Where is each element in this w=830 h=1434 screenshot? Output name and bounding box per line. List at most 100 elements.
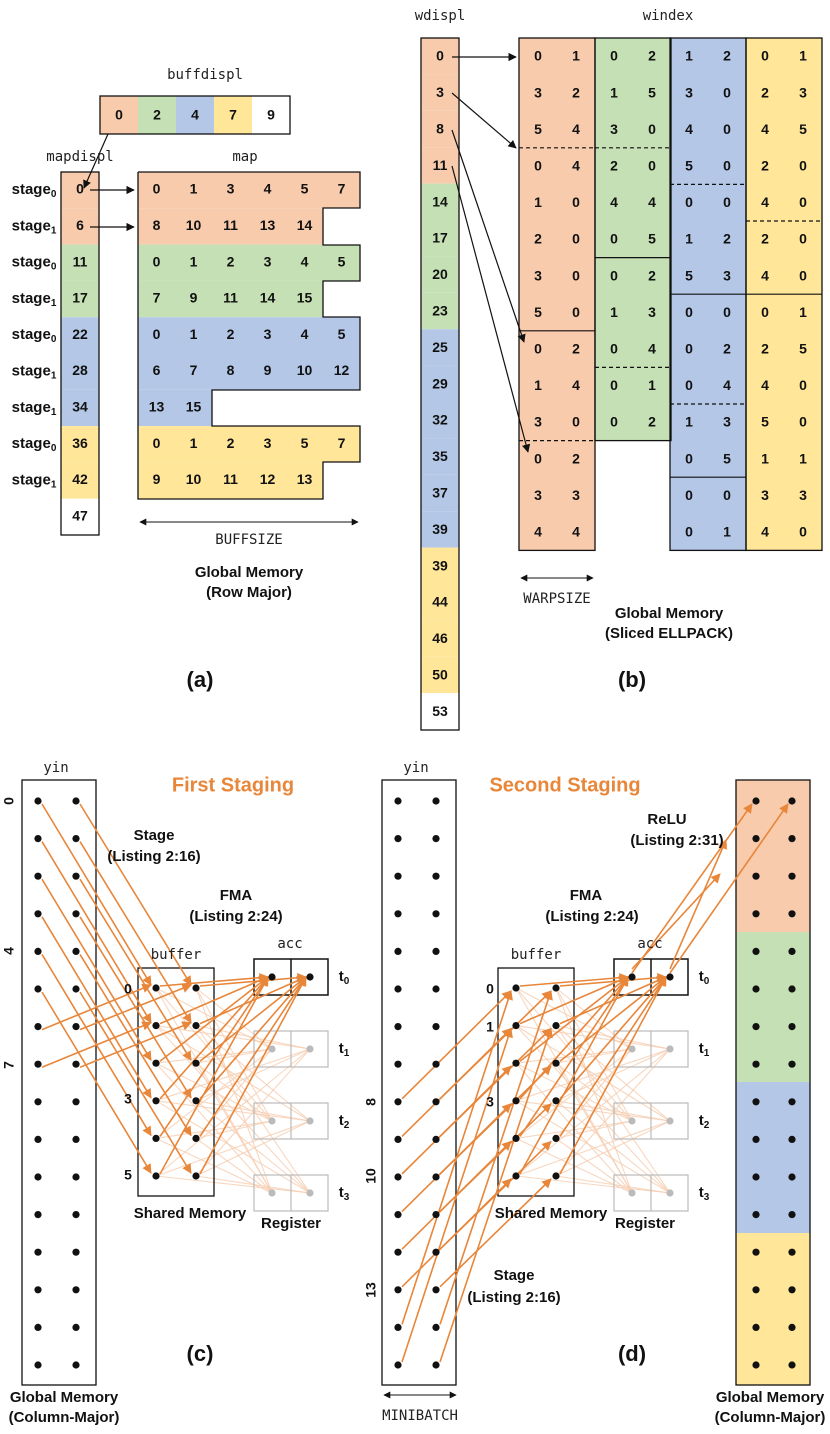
light-fma-arrow xyxy=(195,1025,311,1194)
light-fma-arrow xyxy=(155,1175,311,1194)
output-element xyxy=(788,835,796,843)
fma-arrow xyxy=(519,976,629,1175)
memory-sublabel: (Column-Major) xyxy=(715,1409,826,1426)
buffer-element xyxy=(152,984,160,992)
windex-value: 1 xyxy=(610,304,618,320)
map-row xyxy=(138,353,360,390)
map-value: 7 xyxy=(338,435,346,451)
accumulator-element xyxy=(628,1117,636,1125)
map-value: 7 xyxy=(190,362,198,378)
yin-element xyxy=(34,872,42,880)
yin-title: yin xyxy=(403,760,428,776)
windex-value: 5 xyxy=(723,450,731,466)
windex-value: 4 xyxy=(572,158,580,174)
wdispl-cell xyxy=(421,693,459,730)
windex-value: 2 xyxy=(572,341,580,357)
yin-element xyxy=(72,910,80,918)
windex-value: 0 xyxy=(685,194,693,210)
output-element xyxy=(752,872,760,880)
map-value: 3 xyxy=(227,181,235,197)
light-fma-arrow xyxy=(195,987,273,1194)
windex-value: 1 xyxy=(685,231,693,247)
buffdispl-box xyxy=(99,95,291,135)
map-value: 3 xyxy=(264,435,272,451)
windex-value: 1 xyxy=(534,377,542,393)
fma-label: FMA xyxy=(570,887,603,904)
relu-arrow xyxy=(669,839,727,970)
thread-label-sub: 0 xyxy=(344,976,350,987)
accumulator-element xyxy=(628,1189,636,1197)
thread-label-sub: 2 xyxy=(344,1120,350,1131)
wdispl-cell xyxy=(421,74,459,111)
map-value: 9 xyxy=(190,290,198,306)
yin-element xyxy=(72,1211,80,1219)
windex-value: 3 xyxy=(799,487,807,503)
windex-value: 2 xyxy=(761,341,769,357)
windex-column-border xyxy=(745,37,823,552)
buffdispl-cell xyxy=(214,96,252,134)
yin-element xyxy=(72,1361,80,1369)
mapdispl-value: 42 xyxy=(72,471,88,487)
stage-label: stage1 xyxy=(12,399,57,418)
thread-label-base: t xyxy=(339,1184,344,1201)
windex-value: 0 xyxy=(799,267,807,283)
wdispl-value: 23 xyxy=(432,303,448,319)
windex-value: 0 xyxy=(799,158,807,174)
accumulator-element xyxy=(666,973,674,981)
windex-value: 2 xyxy=(648,48,656,64)
yin-element xyxy=(432,1286,440,1294)
stage-label-base: stage xyxy=(12,471,51,488)
panel-title: Second Staging xyxy=(489,774,640,796)
mapdispl-cell xyxy=(61,389,99,427)
map-row xyxy=(138,426,360,463)
output-element xyxy=(788,1248,796,1256)
buffdispl-value: 0 xyxy=(115,107,123,123)
buffdispl-cell xyxy=(252,96,290,134)
buffer-title: buffer xyxy=(151,947,202,963)
light-fma-arrow xyxy=(555,1120,633,1139)
windex-value: 0 xyxy=(572,267,580,283)
map-title: map xyxy=(232,149,257,165)
windex-column-border xyxy=(594,37,672,442)
yin-element xyxy=(394,985,402,993)
stage-label-sub: 1 xyxy=(51,225,57,236)
mapdispl-value: 0 xyxy=(76,181,84,197)
map-value: 13 xyxy=(260,217,276,233)
mapdispl-value: 22 xyxy=(72,326,88,342)
warpsize-label: WARPSIZE xyxy=(523,591,590,607)
light-fma-arrow xyxy=(515,1100,671,1122)
stage-label-sub: 0 xyxy=(51,334,57,345)
relu-label: ReLU xyxy=(647,811,686,828)
light-fma-arrow xyxy=(155,1100,311,1122)
stage-label: stage0 xyxy=(12,326,57,345)
buffdispl-value: 9 xyxy=(267,107,275,123)
stage-label: stage1 xyxy=(12,217,57,236)
thread-label: t3 xyxy=(339,1184,350,1203)
stage-label-sub: 1 xyxy=(51,370,57,381)
windex-value: 0 xyxy=(685,487,693,503)
mapdispl-cell xyxy=(61,317,99,354)
memory-sublabel: (Sliced ELLPACK) xyxy=(605,625,733,642)
yin-element xyxy=(394,1286,402,1294)
output-element xyxy=(752,985,760,993)
fma-arrow xyxy=(159,976,269,1175)
light-fma-arrow xyxy=(155,1120,311,1177)
windex-value: 1 xyxy=(685,414,693,430)
mapdispl-value: 28 xyxy=(72,362,88,378)
accumulator-element xyxy=(666,1045,674,1053)
acc-title: acc xyxy=(277,936,302,952)
fma-arrow xyxy=(159,976,269,1025)
memory-label: Global Memory xyxy=(716,1389,825,1406)
accumulator-element xyxy=(306,1189,314,1197)
yin-element xyxy=(72,1248,80,1256)
yin-element xyxy=(34,1323,42,1331)
windex-value: 2 xyxy=(610,158,618,174)
windex-value: 3 xyxy=(534,267,542,283)
stage-label: stage1 xyxy=(12,471,57,490)
caption-c: (c) xyxy=(187,1341,214,1366)
map-value: 0 xyxy=(153,435,161,451)
buffer-row-label: 3 xyxy=(124,1091,132,1107)
fma-arrow xyxy=(519,976,629,1025)
windex-value: 0 xyxy=(761,48,769,64)
windex-value: 0 xyxy=(723,84,731,100)
